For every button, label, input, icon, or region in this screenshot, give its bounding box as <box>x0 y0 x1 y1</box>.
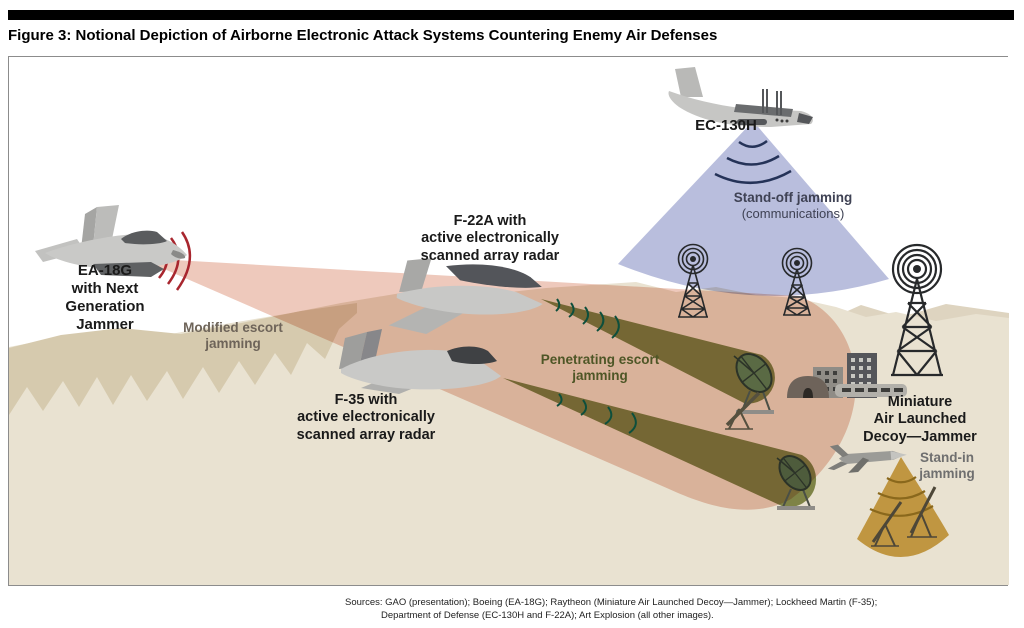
radio-tower-icon <box>677 243 709 318</box>
left-ridge <box>9 303 357 415</box>
f35-label: F-35 with active electronically scanned … <box>296 392 436 443</box>
standin-jamming-label: Stand-in jamming <box>919 450 975 482</box>
radar-dish-icon <box>733 353 774 414</box>
ea18g-aircraft-icon <box>35 205 187 277</box>
scene-svg <box>9 57 1009 585</box>
comm-jamming-arcs-icon <box>714 139 792 184</box>
ec130h-aircraft-icon <box>668 67 813 127</box>
figure-title: Figure 3: Notional Depiction of Airborne… <box>8 27 718 44</box>
standin-arcs-icon <box>869 476 934 517</box>
missile-launcher-icon <box>907 486 937 538</box>
mald-decoy-icon <box>827 444 907 473</box>
modified-escort-jamming-label: Modified escort jamming <box>183 320 283 352</box>
radar-dish-icon <box>776 455 815 510</box>
radio-tower-icon <box>891 243 943 377</box>
standoff-jamming-label: Stand-off jamming (communications) <box>733 190 853 222</box>
ea18g-label: EA-18G with Next Generation Jammer <box>65 262 145 333</box>
sources-line-2: Department of Defense (EC-130H and F-22A… <box>381 610 714 621</box>
missile-launcher-icon <box>725 391 761 430</box>
missile-launcher-icon <box>871 501 903 547</box>
penetrating-cone-f35 <box>503 378 817 508</box>
ec130h-label: EC-130H <box>695 117 757 134</box>
penetrating-escort-jamming-label: Penetrating escort jamming <box>540 352 660 384</box>
radio-tower-icon <box>781 247 813 316</box>
diagram-frame <box>8 56 1009 586</box>
bunker-icon <box>787 376 829 398</box>
mald-label: Miniature Air Launched Decoy—Jammer <box>863 394 977 445</box>
barracks-icon <box>835 384 907 397</box>
title-rule <box>8 10 1014 20</box>
f22a-label: F-22A with active electronically scanned… <box>420 213 560 264</box>
f35-aircraft-icon <box>339 329 501 394</box>
sources-line-1: Sources: GAO (presentation); Boeing (EA-… <box>345 597 878 608</box>
radar-arcs-f22-icon <box>555 298 620 339</box>
f22a-aircraft-icon <box>388 258 543 334</box>
radar-arcs-f35-icon <box>556 393 637 434</box>
penetrating-cone-f22 <box>541 299 775 404</box>
